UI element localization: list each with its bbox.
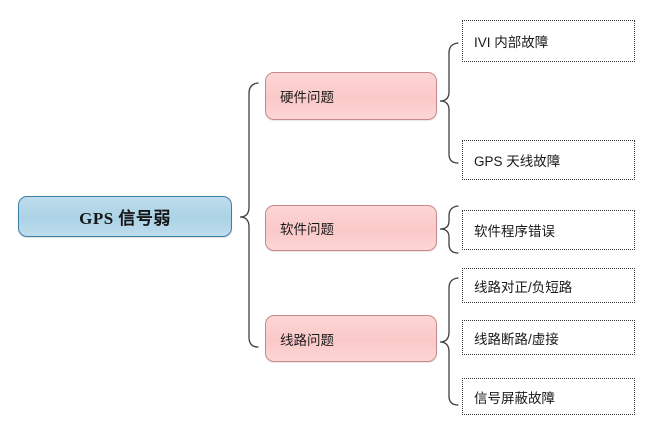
branch-node-circuit[interactable]: 线路问题 <box>265 315 437 362</box>
root-node[interactable]: GPS 信号弱 <box>18 196 232 237</box>
branch-node-label: 软件问题 <box>280 222 334 237</box>
leaf-node-software-program-error[interactable]: 软件程序错误 <box>462 210 635 250</box>
brace-branch-1 <box>439 205 459 254</box>
leaf-node-circuit-short[interactable]: 线路对正/负短路 <box>462 268 635 303</box>
leaf-node-circuit-open[interactable]: 线路断路/虚接 <box>462 320 635 355</box>
leaf-node-label: 软件程序错误 <box>474 224 555 239</box>
branch-node-hardware[interactable]: 硬件问题 <box>265 72 437 120</box>
brace-branch-2 <box>439 277 459 406</box>
leaf-node-label: IVI 内部故障 <box>474 35 549 50</box>
brace-root <box>239 82 259 348</box>
leaf-node-label: 信号屏蔽故障 <box>474 390 555 406</box>
branch-node-label: 线路问题 <box>280 332 334 348</box>
leaf-node-gps-antenna-fault[interactable]: GPS 天线故障 <box>462 140 635 180</box>
leaf-node-label: GPS 天线故障 <box>474 154 561 169</box>
leaf-node-ivi-internal-fault[interactable]: IVI 内部故障 <box>462 20 635 62</box>
leaf-node-label: 线路对正/负短路 <box>474 279 573 295</box>
branch-node-software[interactable]: 软件问题 <box>265 205 437 251</box>
leaf-node-label: 线路断路/虚接 <box>474 331 559 347</box>
branch-node-label: 硬件问题 <box>280 90 334 105</box>
brace-branch-0 <box>439 42 459 164</box>
root-node-label: GPS 信号弱 <box>79 209 171 228</box>
leaf-node-signal-shielding-fault[interactable]: 信号屏蔽故障 <box>462 378 635 415</box>
